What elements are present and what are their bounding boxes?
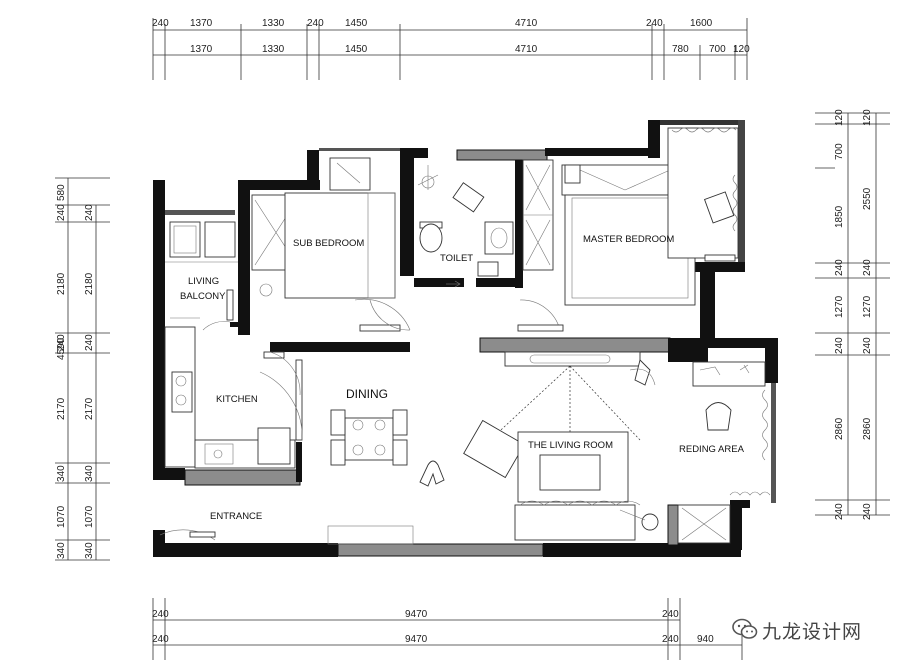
- dim-bottom2-2: 9470: [405, 634, 428, 645]
- dim-right-5: 1270: [834, 295, 845, 318]
- dim-top-7: 240: [646, 18, 663, 29]
- dim-left-2: 240: [56, 204, 67, 221]
- dim-right-2: 700: [834, 143, 845, 160]
- dim-left2-4: 2170: [84, 397, 95, 420]
- dim-bottom-1: 240: [152, 609, 169, 620]
- dim-left2-3: 240: [84, 334, 95, 351]
- dim-right2-2: 2550: [862, 187, 873, 210]
- dim-left2-1: 240: [84, 204, 95, 221]
- label-toilet: TOILET: [440, 253, 473, 264]
- door-arcs: [269, 299, 411, 396]
- dim-right2-1: 120: [862, 109, 873, 126]
- dining-set: [330, 409, 445, 487]
- living-balcony-fixtures: [165, 221, 238, 321]
- dim-right-6: 240: [834, 337, 845, 354]
- dim-top2-7: 120: [733, 44, 750, 55]
- dim-right-4: 240: [834, 259, 845, 276]
- dim-top-4: 240: [307, 18, 324, 29]
- walls: [153, 120, 778, 557]
- dim-top-1: 240: [152, 18, 169, 29]
- dim-left-3: 2180: [56, 272, 67, 295]
- dim-top2-5: 780: [672, 44, 689, 55]
- dim-top-5: 1450: [345, 18, 368, 29]
- wechat-logo-icon: [732, 618, 758, 639]
- dim-left-total: 4590: [56, 337, 67, 360]
- dim-top2-1: 1370: [190, 44, 213, 55]
- dim-left2-5: 340: [84, 465, 95, 482]
- dim-right2-4: 1270: [862, 295, 873, 318]
- dim-left2-7: 340: [84, 542, 95, 559]
- dim-top2-6: 700: [709, 44, 726, 55]
- label-dining: DINING: [346, 387, 388, 401]
- bottom-dimensions: 240 9470 240 240 9470 240 940: [152, 598, 743, 660]
- dim-right2-3: 240: [862, 259, 873, 276]
- toilet-fixtures: [417, 165, 514, 288]
- dim-left-9: 340: [56, 542, 67, 559]
- label-living: LIVING: [188, 276, 219, 287]
- dim-bottom2-3: 240: [662, 634, 679, 645]
- dim-right-1: 120: [834, 109, 845, 126]
- dim-top2-3: 1450: [345, 44, 368, 55]
- left-dimensions: 580 240 2180 240 4590 2170 340 1070 340 …: [55, 177, 110, 561]
- label-balcony: BALCONY: [180, 291, 226, 302]
- dim-top-6: 4710: [515, 18, 538, 29]
- dim-right-7: 2860: [834, 417, 845, 440]
- dim-bottom-2: 9470: [405, 609, 428, 620]
- kitchen-fixtures: [164, 321, 303, 469]
- label-living-room: THE LIVING ROOM: [528, 440, 613, 451]
- dim-left-4: 240: [56, 334, 67, 351]
- label-reading-area: REDING AREA: [679, 444, 745, 455]
- dim-left2-6: 1070: [84, 505, 95, 528]
- label-master-bedroom: MASTER BEDROOM: [583, 234, 674, 245]
- living-room-furniture: [463, 351, 659, 541]
- watermark-text: 九龙设计网: [762, 621, 863, 643]
- label-sub-bedroom: SUB BEDROOM: [293, 238, 364, 249]
- dim-bottom-3: 240: [662, 609, 679, 620]
- label-entrance: ENTRANCE: [210, 511, 262, 522]
- dim-right2-7: 240: [862, 503, 873, 520]
- dim-left-7: 340: [56, 465, 67, 482]
- dim-top2-4: 4710: [515, 44, 538, 55]
- dim-right2-5: 240: [862, 337, 873, 354]
- dim-top-8: 1600: [690, 18, 713, 29]
- entrance-fixtures: [159, 525, 414, 545]
- watermark: 九龙设计网: [728, 614, 898, 644]
- dim-top-3: 1330: [262, 18, 285, 29]
- dim-left-6: 2170: [56, 397, 67, 420]
- dim-left-8: 1070: [56, 505, 67, 528]
- reading-area-furniture: [677, 361, 771, 544]
- dim-left2-2: 2180: [84, 272, 95, 295]
- dim-top2-2: 1330: [262, 44, 285, 55]
- dim-bottom2-4: 940: [697, 634, 714, 645]
- dim-top-2: 1370: [190, 18, 213, 29]
- top-dimensions: 240 1370 1330 240 1450 4710 240 1600 137…: [152, 18, 750, 80]
- dim-right-3: 1850: [834, 205, 845, 228]
- sub-bedroom-furniture: [251, 157, 411, 359]
- dim-bottom2-1: 240: [152, 634, 169, 645]
- dim-right2-6: 2860: [862, 417, 873, 440]
- master-bedroom-furniture: [517, 127, 739, 332]
- dim-left-1: 580: [56, 184, 67, 201]
- right-dimensions: 120 700 1850 240 1270 240 2860 240 120 2…: [815, 109, 890, 520]
- dim-right-8: 240: [834, 503, 845, 520]
- label-kitchen: KITCHEN: [216, 394, 258, 405]
